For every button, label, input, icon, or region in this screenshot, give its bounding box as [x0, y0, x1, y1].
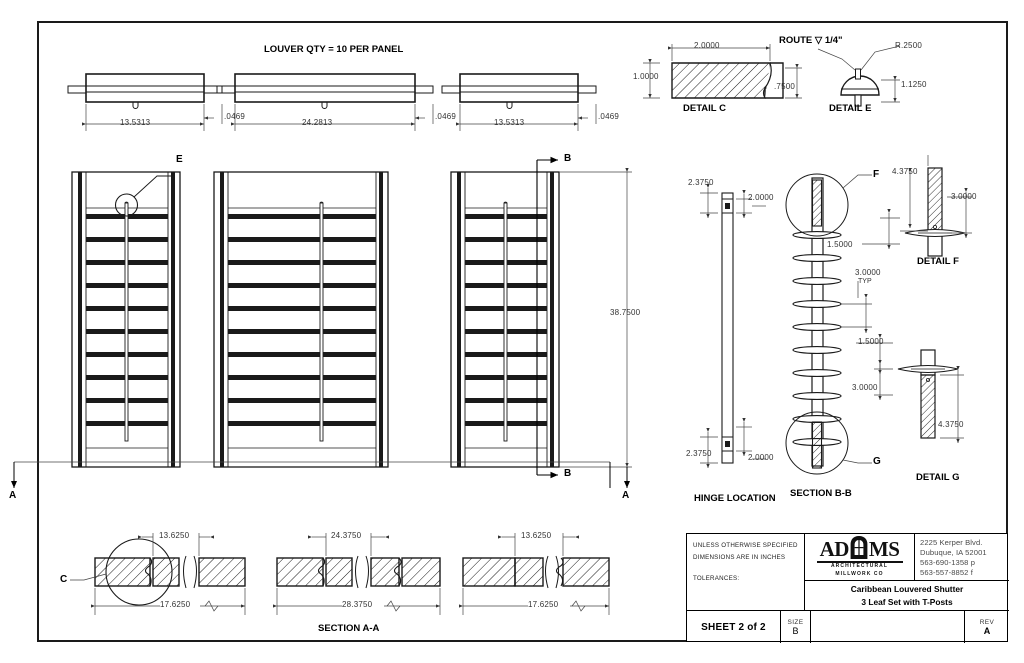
title-block-notes: UNLESS OTHERWISE SPECIFIED DIMENSIONS AR…: [687, 534, 805, 611]
detail-f-title: DETAIL F: [917, 256, 959, 267]
section-marker-a-right: A: [622, 490, 630, 501]
logo-text-right: MS: [868, 537, 900, 562]
balloon-f-label: F: [873, 169, 880, 180]
size-value: B: [792, 625, 799, 636]
plan-view-1-width-dim: 13.5313: [120, 118, 151, 127]
detail-e-height-dim: 1.1250: [901, 80, 927, 89]
detail-e-route-note: ROUTE ▽ 1/4": [779, 35, 843, 46]
part-title-line-1: Caribbean Louvered Shutter: [850, 584, 964, 595]
detail-f-left-dim: 4.3750: [892, 167, 918, 176]
rev-label: REV: [979, 618, 995, 626]
part-title: Caribbean Louvered Shutter 3 Leaf Set wi…: [805, 581, 1009, 611]
sheet-size: SIZE B: [781, 611, 811, 643]
part-title-line-2: 3 Leaf Set with T-Posts: [861, 596, 953, 607]
section-marker-b-bottom: B: [564, 468, 572, 479]
note-line-1: UNLESS OTHERWISE SPECIFIED: [693, 542, 798, 549]
address-line-3: 563-690-1358 p: [920, 558, 976, 568]
section-aa-3-inner-dim: 13.6250: [521, 531, 552, 540]
address-line-4: 563-557-8852 f: [920, 568, 973, 578]
logo-text-left: AD: [819, 537, 850, 562]
hinge-location-title: HINGE LOCATION: [694, 493, 776, 504]
company-logo: AD MS ARCHITECTURAL MILLWORK CO: [805, 534, 915, 581]
drawing-border: [37, 21, 1008, 642]
louver-spacing-typ-note: TYP: [858, 278, 872, 285]
hinge-bottom-dim: 2.3750: [686, 449, 712, 458]
plan-view-2-width-dim: 24.2813: [302, 118, 333, 127]
plan-view-1-thickness-dim: .0469: [224, 112, 246, 121]
detail-balloon-e-label: E: [176, 154, 183, 165]
overall-height-dim: 38.7500: [610, 308, 641, 317]
detail-f-right-dim: 3.0000: [951, 192, 977, 201]
address-line-1: 2225 Kerper Blvd.: [920, 538, 983, 547]
detail-c-height-dim: 1.0000: [633, 72, 659, 81]
hinge-bottom-offset-dim: 2.0000: [748, 453, 774, 462]
detail-g-title: DETAIL G: [916, 472, 960, 483]
detail-e-radius-dim: R.2500: [895, 41, 922, 50]
sheet-number: SHEET 2 of 2: [687, 611, 781, 643]
detail-g-top-dim: 1.5000: [858, 337, 884, 346]
size-label: SIZE: [787, 618, 804, 626]
detail-c-width-dim: 2.0000: [694, 41, 720, 50]
louver-spacing-dim: 3.0000: [855, 268, 881, 277]
balloon-g-label: G: [873, 456, 881, 467]
logo-subtitle-1: ARCHITECTURAL: [830, 563, 889, 570]
section-aa-3-overall-dim: 17.6250: [528, 600, 559, 609]
detail-c-title: DETAIL C: [683, 103, 726, 114]
section-aa-1-inner-dim: 13.6250: [159, 531, 190, 540]
detail-f-lower-dim: 1.5000: [827, 240, 853, 249]
sheet-number-label: SHEET 2 of 2: [701, 621, 766, 633]
plan-view-3-thickness-dim: .0469: [598, 112, 620, 121]
revision: REV A: [965, 611, 1009, 643]
plan-view-3-width-dim: 13.5313: [494, 118, 525, 127]
detail-c-rabbet-dim: .7500: [774, 82, 796, 91]
section-aa-title: SECTION A-A: [318, 623, 380, 634]
section-bb-title: SECTION B-B: [790, 488, 852, 499]
section-marker-a-left: A: [9, 490, 17, 501]
address-line-2: Dubuque, IA 52001: [920, 548, 987, 558]
balloon-c-label: C: [60, 574, 68, 585]
hinge-top-offset-dim: 2.0000: [748, 193, 774, 202]
logo-subtitle-2: MILLWORK CO: [835, 570, 884, 577]
louver-qty-note: LOUVER QTY = 10 PER PANEL: [264, 44, 404, 55]
detail-g-right-dim: 4.3750: [938, 420, 964, 429]
title-block-blank-cell: [811, 611, 965, 643]
detail-e-title: DETAIL E: [829, 103, 872, 114]
hinge-top-dim: 2.3750: [688, 178, 714, 187]
rev-value: A: [983, 625, 991, 636]
section-aa-2-inner-dim: 24.3750: [331, 531, 362, 540]
note-line-2: DIMENSIONS ARE IN INCHES: [693, 553, 786, 561]
title-block: UNLESS OTHERWISE SPECIFIED DIMENSIONS AR…: [686, 533, 1009, 643]
company-address: 2225 Kerper Blvd. Dubuque, IA 52001 563-…: [915, 534, 1009, 581]
detail-g-left-dim: 3.0000: [852, 383, 878, 392]
plan-view-2-thickness-dim: .0469: [435, 112, 457, 121]
section-aa-2-overall-dim: 28.3750: [342, 600, 373, 609]
arch-building-icon: [850, 536, 868, 560]
note-line-3: TOLERANCES:: [693, 574, 740, 582]
section-marker-b-top: B: [564, 153, 572, 164]
section-aa-1-overall-dim: 17.6250: [160, 600, 191, 609]
